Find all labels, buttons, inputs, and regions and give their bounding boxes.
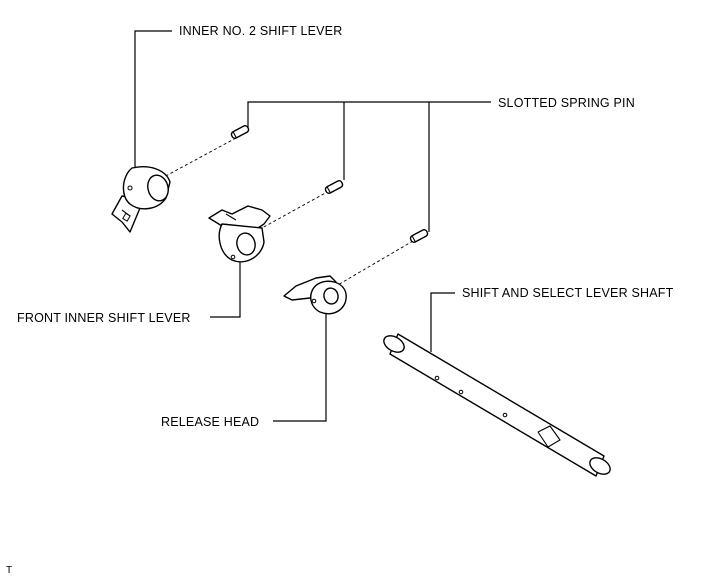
front-inner-shift-lever-part <box>208 205 271 263</box>
leader-shift-and-select-lever-shaft <box>430 292 455 352</box>
leader-inner-no2-shift-lever <box>134 30 172 168</box>
leader-release-head <box>273 309 327 422</box>
label-shift-and-select-lever-shaft: SHIFT AND SELECT LEVER SHAFT <box>462 286 674 300</box>
inner-no2-shift-lever-part <box>111 166 171 233</box>
label-slotted-spring-pin: SLOTTED SPRING PIN <box>498 96 635 110</box>
label-release-head: RELEASE HEAD <box>161 415 259 429</box>
leader-lines <box>134 30 491 422</box>
slotted-spring-pin-1 <box>230 125 250 139</box>
corner-mark: T <box>6 565 12 576</box>
guide-pin-2 <box>261 190 330 229</box>
shift-and-select-lever-shaft-part <box>383 333 611 477</box>
label-front-inner-shift-lever: FRONT INNER SHIFT LEVER <box>17 311 191 325</box>
leader-slotted-spring-pin <box>247 101 491 130</box>
guide-pin-3 <box>335 240 414 287</box>
slotted-spring-pin-2 <box>324 180 344 194</box>
assembly-guide-lines <box>161 137 414 287</box>
release-head-part <box>283 275 347 315</box>
label-inner-no2-shift-lever: INNER NO. 2 SHIFT LEVER <box>179 24 342 38</box>
slotted-spring-pin-3 <box>409 229 429 243</box>
guide-pin-1 <box>161 137 237 179</box>
leader-front-inner-shift-lever <box>210 262 241 318</box>
